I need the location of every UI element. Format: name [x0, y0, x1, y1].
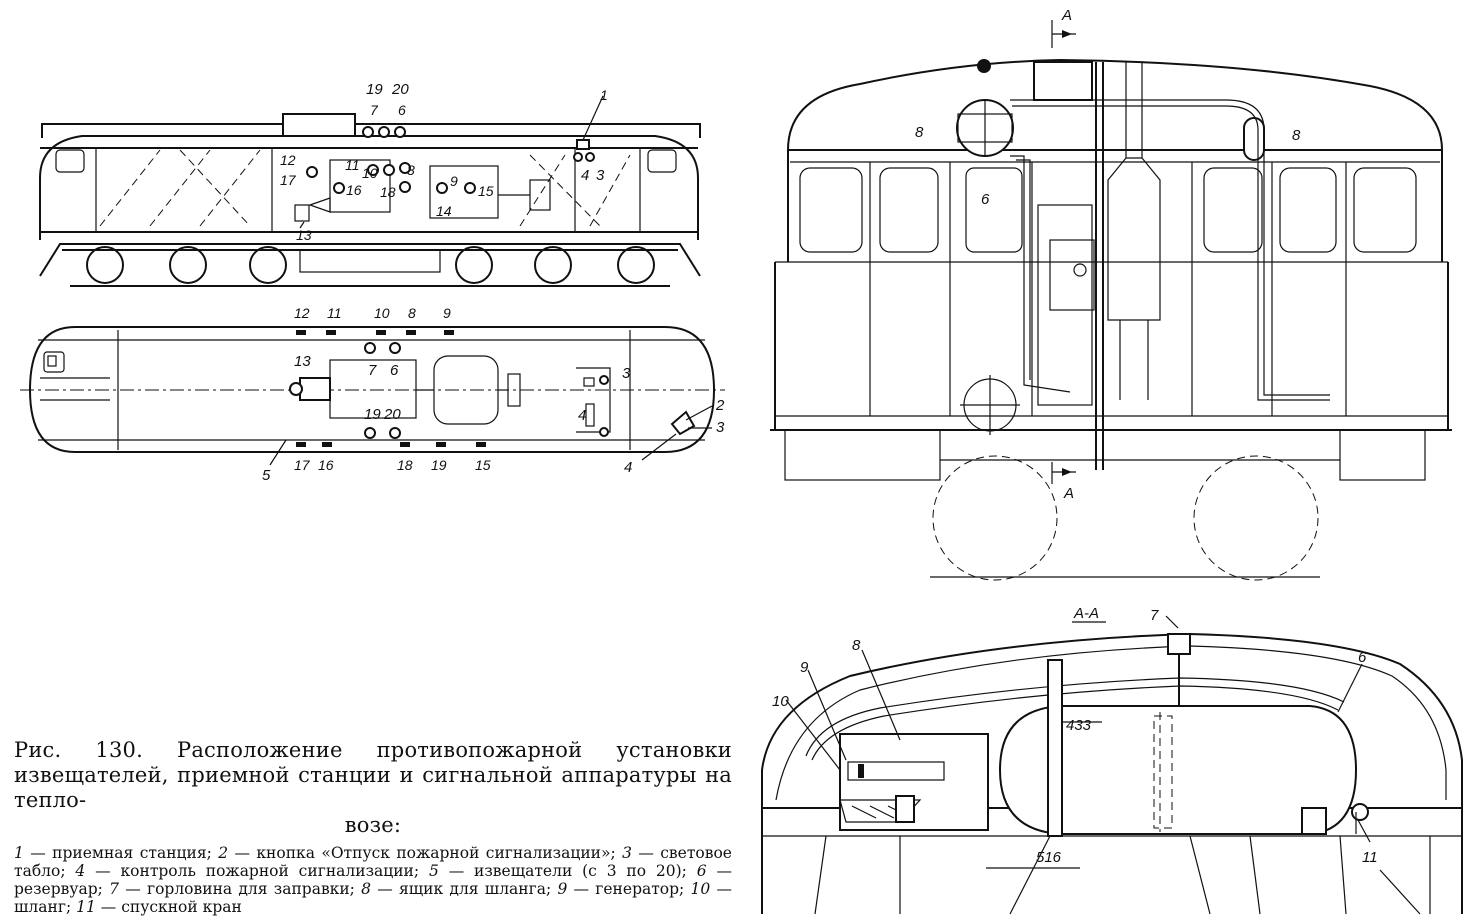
side-view-labels: 19 20 7 6 1 12 17 11 10 8 16 18 9 15 14 … — [280, 81, 608, 243]
side-label-15: 15 — [478, 183, 494, 199]
legend-item: 11 — спускной кран — [76, 898, 242, 916]
locomotive-plan-view — [20, 326, 725, 466]
side-label-17: 17 — [280, 172, 297, 188]
side-label-18: 18 — [380, 184, 396, 200]
plan-label-7: 7 — [368, 362, 377, 379]
plan-label-right-3: 3 — [716, 419, 725, 436]
plan-label-top-11: 11 — [327, 305, 342, 321]
side-label-8: 8 — [407, 162, 415, 178]
legend-item: 2 — кнопка «Отпуск пожарной сигнализации… — [218, 844, 616, 862]
caption-continuation: возе: — [344, 813, 402, 837]
side-label-20: 20 — [391, 81, 409, 98]
plan-label-top-10: 10 — [374, 305, 390, 321]
figure-number: Рис. 130. — [14, 738, 143, 762]
plan-label-top-12: 12 — [294, 305, 310, 321]
side-label-4: 4 — [581, 167, 589, 184]
plan-label-20: 20 — [383, 406, 401, 423]
side-label-7: 7 — [370, 102, 379, 118]
plan-label-6: 6 — [390, 362, 399, 379]
section-label-10: 10 — [772, 693, 789, 710]
cross-section-labels: A A 8 8 6 — [915, 7, 1301, 502]
plan-label-right-2: 2 — [715, 397, 725, 414]
plan-detectors-top — [296, 330, 454, 335]
section-label-6: 6 — [1358, 649, 1367, 666]
legend-item: 3 — световое табло; — [14, 844, 732, 880]
wheelset-group — [86, 246, 655, 284]
section-label-8: 8 — [852, 637, 861, 654]
plan-label-top-8: 8 — [408, 305, 416, 321]
plan-label-13: 13 — [294, 353, 311, 370]
side-label-19: 19 — [366, 81, 383, 98]
side-label-12: 12 — [280, 152, 296, 168]
locomotive-side-view — [39, 95, 701, 287]
plan-detectors-bottom — [296, 442, 486, 447]
legend-item: 5 — извещатели (с 3 по 20); — [428, 862, 687, 880]
plan-label-bottom-15: 15 — [475, 457, 491, 473]
section-label-11: 11 — [1362, 849, 1378, 866]
plan-label-bottom-16: 16 — [318, 457, 334, 473]
plan-view-labels: 12 11 10 8 9 13 7 6 3 4 19 20 2 3 4 5 17… — [262, 305, 725, 484]
side-label-9: 9 — [450, 173, 458, 189]
dimension-433: 433 — [1066, 717, 1092, 734]
plan-label-4: 4 — [578, 407, 586, 424]
cross-section-view — [770, 20, 1452, 581]
figure-caption: Рис. 130. Расположение противопожарной у… — [14, 738, 732, 916]
hose-box-label-right: 8 — [1292, 127, 1301, 144]
plan-label-bottom-17: 17 — [294, 457, 311, 473]
legend-item: 8 — ящик для шланга; — [361, 880, 552, 898]
side-label-16: 16 — [346, 182, 362, 198]
legend-item: 10 — шланг; — [14, 880, 732, 916]
section-label-7: 7 — [1150, 607, 1159, 624]
caption-title-block: Рис. 130. Расположение противопожарной у… — [14, 738, 732, 838]
section-aa-view — [761, 615, 1463, 915]
section-title: А-А — [1073, 605, 1099, 622]
cut-label-top: A — [1061, 7, 1072, 24]
dimension-516: 516 — [1036, 849, 1062, 866]
tank-label: 6 — [981, 191, 990, 208]
section-aa-labels: А-А 7 8 9 10 6 11 433 516 — [772, 605, 1378, 866]
plan-label-bottom-18: 18 — [397, 457, 413, 473]
plan-label-19: 19 — [364, 406, 381, 423]
plan-label-bottom-19: 19 — [431, 457, 447, 473]
side-label-6: 6 — [398, 102, 406, 118]
side-label-11: 11 — [345, 157, 360, 173]
plan-label-3: 3 — [622, 365, 631, 382]
section-label-9: 9 — [800, 659, 809, 676]
side-label-13: 13 — [296, 227, 312, 243]
legend-item: 9 — генератор; — [557, 880, 685, 898]
legend-item: 1 — приемная станция; — [14, 844, 212, 862]
cut-label-bottom: A — [1063, 485, 1074, 502]
legend-block: 1 — приемная станция; 2 — кнопка «Отпуск… — [14, 844, 732, 916]
side-label-3: 3 — [596, 167, 605, 184]
side-label-1: 1 — [600, 87, 608, 103]
legend-item: 4 — контроль пожарной сигнализации; — [75, 862, 420, 880]
plan-label-bottom-5: 5 — [262, 467, 271, 484]
plan-label-top-9: 9 — [443, 305, 451, 321]
hose-box-label-left: 8 — [915, 124, 924, 141]
legend-item: 6 — резервуар; — [14, 862, 732, 898]
caption-main-text: Расположение противопожарной установки и… — [14, 738, 732, 812]
side-label-10: 10 — [362, 165, 378, 181]
plan-label-right-4: 4 — [624, 459, 632, 476]
side-label-14: 14 — [436, 203, 452, 219]
legend-item: 7 — горловина для заправки; — [109, 880, 355, 898]
